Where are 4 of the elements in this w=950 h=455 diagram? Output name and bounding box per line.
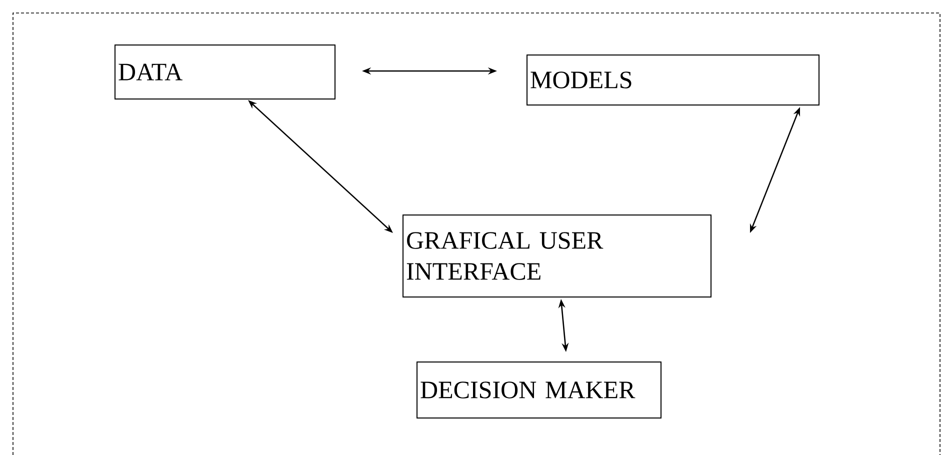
text-box: MODELS <box>526 54 820 106</box>
text-box: DECISION MAKER <box>416 362 662 418</box>
text-box: GRAFICAL USER INTERFACE <box>402 214 712 298</box>
text-box: DATA <box>114 44 336 100</box>
